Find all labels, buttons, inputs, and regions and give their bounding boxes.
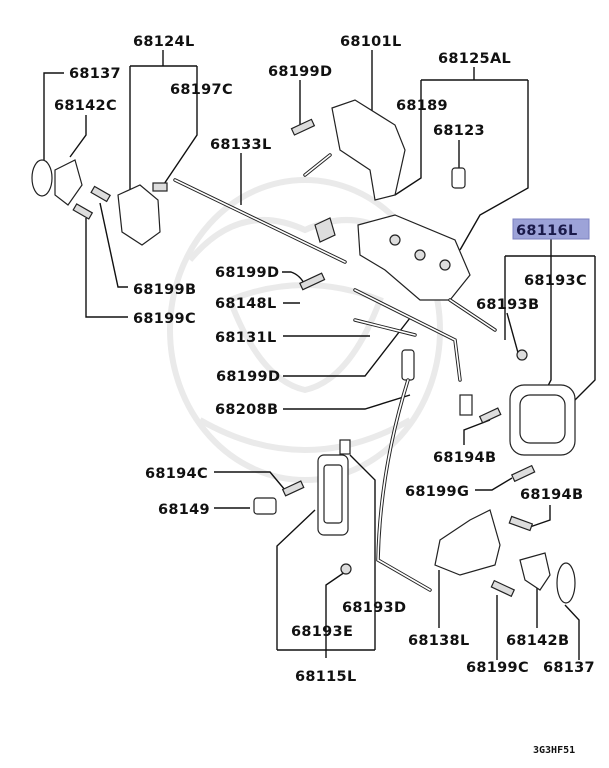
parts: [31, 99, 576, 604]
label-68193E[interactable]: 68193E: [291, 624, 353, 640]
label-68199D-mid[interactable]: 68199D: [215, 265, 279, 281]
label-68148L[interactable]: 68148L: [215, 296, 277, 312]
label-68142C[interactable]: 68142C: [54, 98, 117, 114]
label-68199D-low[interactable]: 68199D: [216, 369, 280, 385]
part-68149: [253, 497, 277, 515]
label-68133L[interactable]: 68133L: [210, 137, 272, 153]
label-68208B[interactable]: 68208B: [215, 402, 278, 418]
bracket-68142C: [54, 159, 83, 206]
striker-68142B: [519, 552, 551, 591]
bolt-68199C-left: [72, 203, 94, 220]
label-68125AL[interactable]: 68125AL: [438, 51, 511, 67]
label-68123[interactable]: 68123: [433, 123, 485, 139]
label-68193D[interactable]: 68193D: [342, 600, 406, 616]
diagram-code: 3G3HF51: [533, 745, 575, 756]
label-68193B[interactable]: 68193B: [476, 297, 539, 313]
label-68137-top[interactable]: 68137: [69, 66, 121, 82]
label-68116L[interactable]: 68116L: [516, 223, 578, 239]
leader-lines: [43, 50, 596, 660]
label-68199C-bottom[interactable]: 68199C: [466, 660, 529, 676]
label-68101L[interactable]: 68101L: [340, 34, 402, 50]
label-68199G[interactable]: 68199G: [405, 484, 469, 500]
plate-68137-top: [31, 159, 53, 197]
label-68199C-left[interactable]: 68199C: [133, 311, 196, 327]
latch-68138L: [434, 509, 501, 576]
label-68194C[interactable]: 68194C: [145, 466, 208, 482]
clip-68197C: [152, 182, 168, 192]
label-68124L[interactable]: 68124L: [133, 34, 195, 50]
labels: 68124L 68101L 68125AL 68137 68199D 68197…: [54, 34, 595, 756]
label-68193C[interactable]: 68193C: [524, 273, 587, 289]
actuator-68101L: [331, 99, 406, 201]
label-68137-bottom[interactable]: 68137: [543, 660, 595, 676]
label-68149[interactable]: 68149: [158, 502, 210, 518]
label-68199B[interactable]: 68199B: [133, 282, 196, 298]
release-68124L: [117, 184, 161, 246]
label-68194B-right[interactable]: 68194B: [520, 487, 583, 503]
part-68123: [451, 167, 466, 189]
label-68142B[interactable]: 68142B: [506, 633, 569, 649]
bolt-68199D-top: [290, 118, 316, 136]
bolt-68199B: [90, 185, 111, 203]
label-68189[interactable]: 68189: [396, 98, 448, 114]
label-68199D-top[interactable]: 68199D: [268, 64, 332, 80]
label-68131L[interactable]: 68131L: [215, 330, 277, 346]
label-68194B-mid[interactable]: 68194B: [433, 450, 496, 466]
label-68115L[interactable]: 68115L: [295, 669, 357, 685]
label-68138L[interactable]: 68138L: [408, 633, 470, 649]
label-68197C[interactable]: 68197C: [170, 82, 233, 98]
plate-68137-bottom: [556, 562, 576, 604]
highlight-68116L: [512, 218, 590, 240]
latch-68125AL: [357, 214, 471, 301]
